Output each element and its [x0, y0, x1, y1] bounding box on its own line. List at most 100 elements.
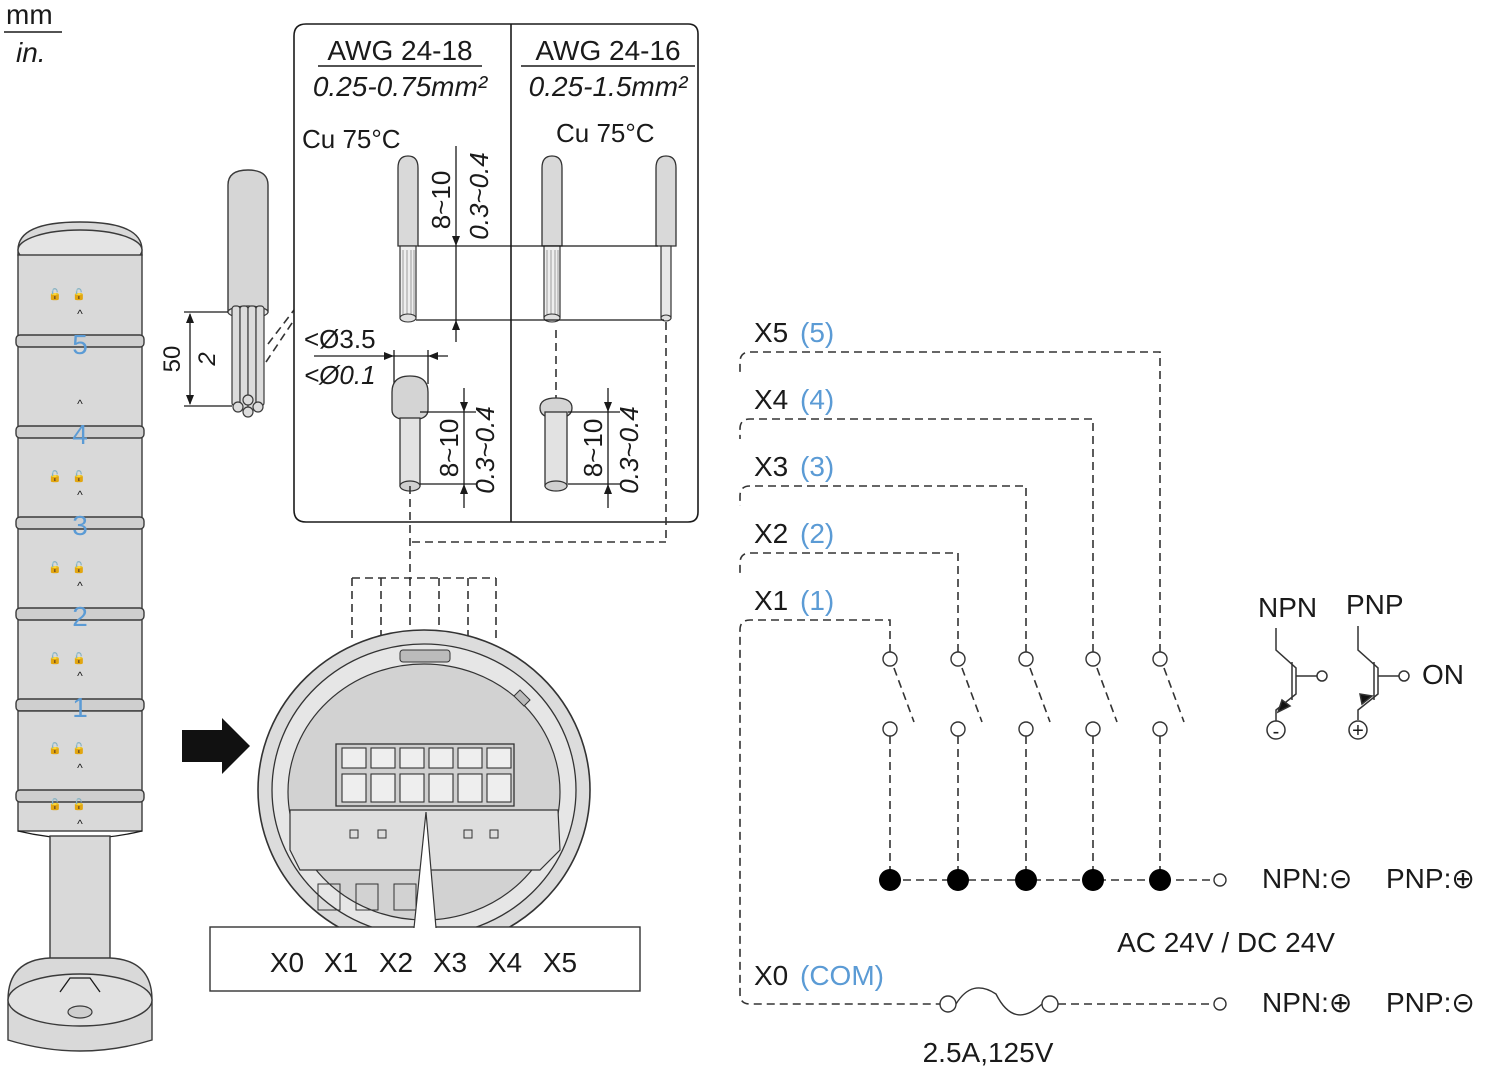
dim-strip-right: 8~10 — [578, 419, 608, 478]
tower-tier-3 — [17, 435, 143, 519]
material-left: Cu 75°C — [302, 124, 401, 154]
svg-text:^: ^ — [77, 307, 83, 321]
tower-tier-4 — [17, 344, 143, 428]
tower-chevrons: ^^^ ^^^ ^ — [77, 307, 83, 831]
input-wires — [739, 351, 1212, 1005]
tier-label-4: 4 — [72, 419, 88, 450]
switch-contacts — [882, 651, 1168, 737]
leader-line — [265, 319, 295, 363]
dim-2: 2 — [194, 352, 221, 366]
npn-minus-icon: - — [1273, 721, 1280, 743]
input-X4-name: X4 — [754, 384, 788, 415]
dim-strip-in-left: 0.3~0.4 — [470, 406, 500, 493]
tower-pole — [49, 835, 111, 963]
terminal-X0: X0 — [270, 947, 304, 978]
tower-tier-2 — [17, 526, 143, 610]
unit-mm: mm — [6, 0, 53, 30]
terminal-labels: X0 X1 X2 X3 X4 X5 — [270, 947, 577, 978]
units-label: mm in. — [4, 0, 62, 68]
junction-dots — [879, 869, 1171, 891]
insert-leaders — [351, 322, 667, 640]
dim-ferrule-d: <Ø3.5 — [304, 324, 376, 354]
input-X2-tier: (2) — [800, 518, 834, 549]
tower-base-unit — [17, 710, 143, 832]
tier-label-5: 5 — [72, 329, 88, 360]
input-labels: X5 (5) X4 (4) X3 (3) X2 (2) X1 (1) X0 (C… — [754, 317, 884, 991]
stripped-wire-left — [397, 155, 419, 323]
dim-strip-in-top: 0.3~0.4 — [464, 152, 494, 239]
terminal-X1: X1 — [324, 947, 358, 978]
stripped-wire-mid — [541, 155, 563, 323]
base-latch — [399, 649, 451, 663]
area-left: 0.25-0.75mm² — [313, 71, 489, 102]
svg-text:🔓: 🔓 — [48, 652, 62, 665]
ferrule-right — [539, 397, 573, 492]
tower-tier-1 — [17, 617, 143, 701]
input-X5-name: X5 — [754, 317, 788, 348]
dim-ferrule-d-in: <Ø0.1 — [304, 360, 376, 390]
bus-bottom-npn: NPN:⊕ — [1262, 987, 1352, 1018]
dim-50: 50 — [159, 346, 186, 373]
terminal-ends — [1213, 873, 1227, 1011]
on-label: ON — [1422, 659, 1464, 690]
svg-text:🔓: 🔓 — [72, 561, 86, 574]
dim-strip-left: 8~10 — [434, 419, 464, 478]
tower-base-connector: X0 X1 X2 X3 X4 X5 — [182, 629, 641, 992]
circuit-diagram: X5 (5) X4 (4) X3 (3) X2 (2) X1 (1) X0 (C… — [739, 317, 1475, 1068]
svg-text:^: ^ — [77, 397, 83, 411]
dim-strip-in-right: 0.3~0.4 — [614, 406, 644, 493]
pnp-transistor-icon — [1348, 626, 1410, 740]
pnp-plus-icon: + — [1352, 720, 1364, 742]
dim-arrows — [186, 313, 194, 405]
tier-label-1: 1 — [72, 692, 88, 723]
svg-text:^: ^ — [77, 579, 83, 593]
svg-text:^: ^ — [77, 488, 83, 502]
npn-transistor-icon — [1266, 628, 1328, 740]
transistor-legend: NPN PNP ON - + — [1258, 589, 1464, 743]
svg-text:🔓: 🔓 — [48, 288, 62, 301]
fuse-symbol: 2.5A,125V — [923, 987, 1059, 1068]
svg-text:🔓: 🔓 — [48, 798, 62, 811]
cable-jacket — [227, 169, 269, 313]
material-right: Cu 75°C — [556, 118, 655, 148]
tower-foot-rib — [59, 977, 101, 993]
tower-ring — [15, 607, 145, 621]
terminal-label-box — [209, 926, 641, 992]
npn-label: NPN — [1258, 592, 1317, 623]
tower-ring — [15, 516, 145, 530]
svg-text:🔓: 🔓 — [72, 470, 86, 483]
cable-illustration: 50 2 — [159, 169, 295, 418]
tower-ring — [15, 334, 145, 348]
input-X3-name: X3 — [754, 451, 788, 482]
leader-line — [267, 309, 295, 345]
svg-text:^: ^ — [77, 761, 83, 775]
svg-text:^: ^ — [77, 669, 83, 683]
tower-ring — [15, 789, 145, 803]
ferrule-left — [391, 375, 429, 492]
area-right: 0.25-1.5mm² — [529, 71, 689, 102]
awg-left: AWG 24-18 — [327, 35, 472, 66]
tower-lock-icons: 🔓 🔓 🔓 🔓 🔓 🔓 🔓 🔓 🔓 🔓 🔓 🔓 — [48, 288, 86, 811]
switch-levers — [893, 667, 1185, 723]
tower-tier-5 — [17, 254, 143, 338]
tower-tier-numbers: 5 4 3 2 1 — [72, 329, 88, 723]
svg-text:🔓: 🔓 — [48, 742, 62, 755]
tier-label-2: 2 — [72, 601, 88, 632]
input-X3-tier: (3) — [800, 451, 834, 482]
fuse-rating: 2.5A,125V — [923, 1037, 1054, 1068]
terminal-pointer — [413, 811, 437, 929]
bus-top-npn: NPN:⊝ — [1262, 863, 1352, 894]
input-X5-tier: (5) — [800, 317, 834, 348]
unit-in: in. — [16, 37, 46, 68]
svg-text:🔓: 🔓 — [72, 652, 86, 665]
pcb-components — [317, 829, 499, 911]
supply-voltage: AC 24V / DC 24V — [1117, 927, 1335, 958]
input-X0-name: X0 — [754, 960, 788, 991]
terminal-X2: X2 — [379, 947, 413, 978]
input-X4-tier: (4) — [800, 384, 834, 415]
awg-right: AWG 24-16 — [535, 35, 680, 66]
wire-spec-box: AWG 24-18 0.25-0.75mm² AWG 24-16 0.25-1.… — [293, 23, 699, 523]
dim-strip-top: 8~10 — [426, 171, 456, 230]
solid-wire-right — [655, 155, 677, 322]
